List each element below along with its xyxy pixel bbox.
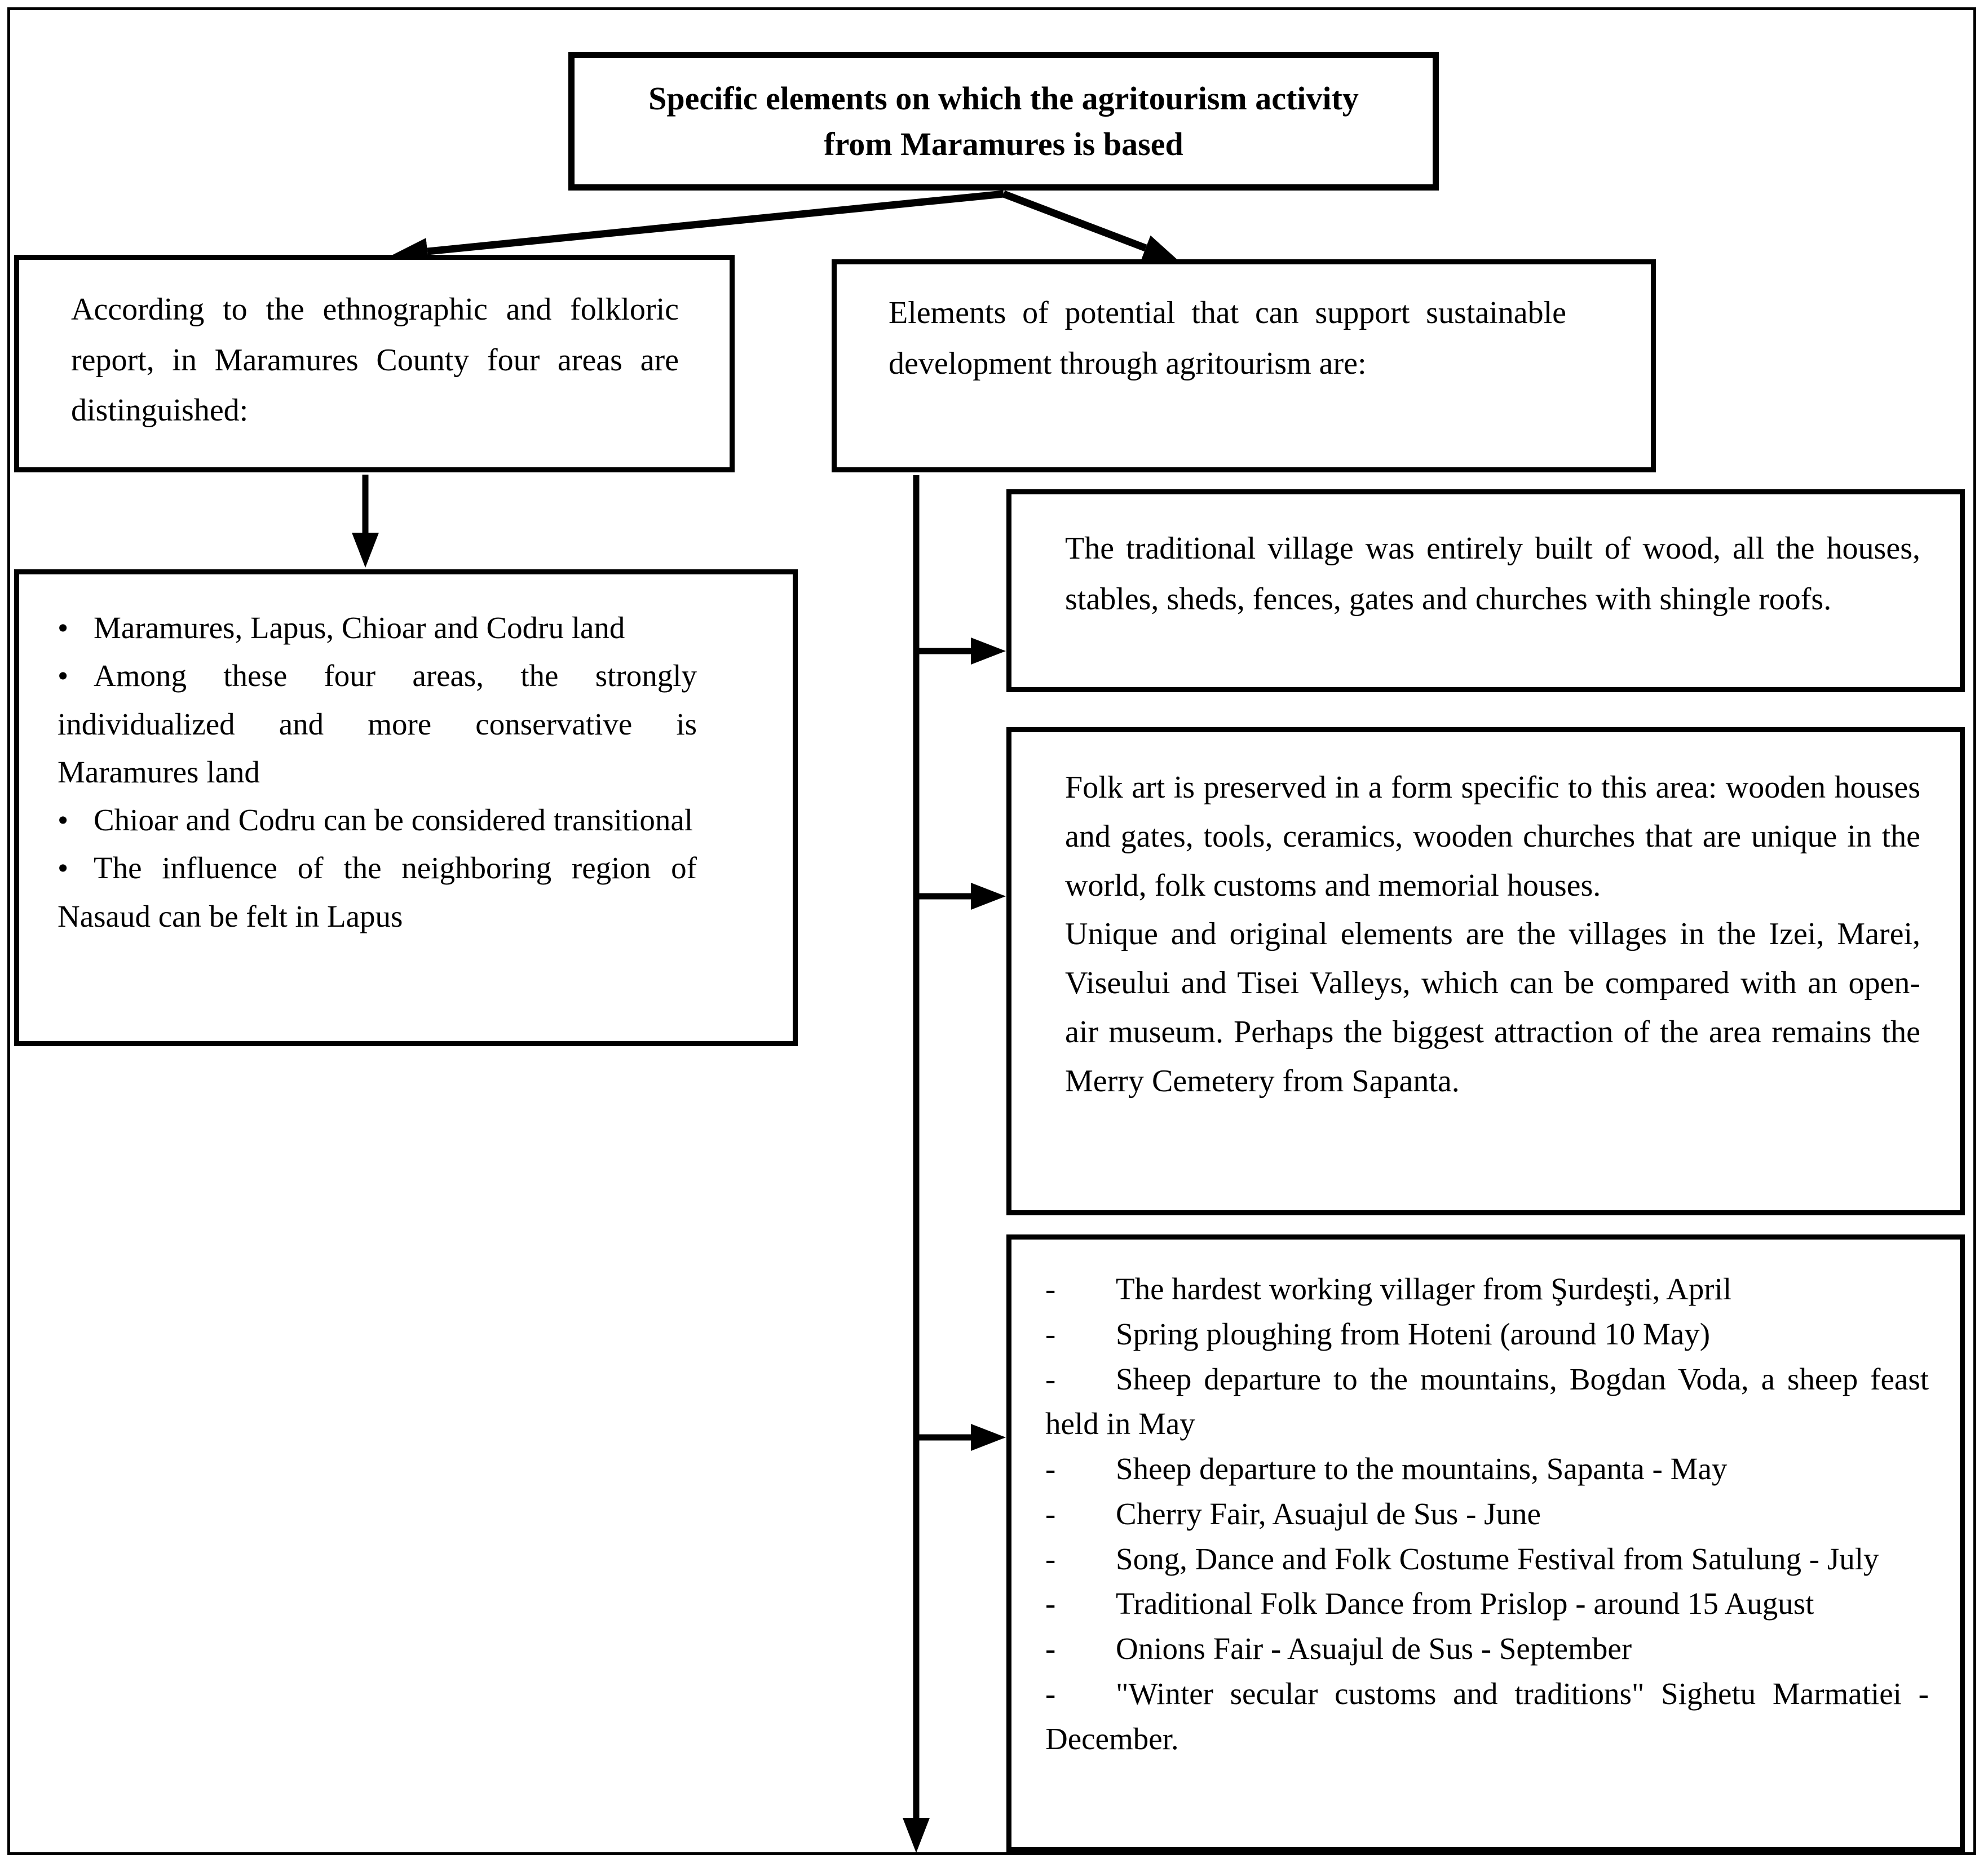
dash-icon: - — [1045, 1676, 1056, 1711]
areas-list-box: •Maramures, Lapus, Chioar and Codru land… — [14, 569, 798, 1046]
bullet-icon: • — [58, 610, 69, 645]
folk-art-paragraph: Folk art is preserved in a form specific… — [1065, 770, 1920, 903]
title-box: Specific elements on which the agritouri… — [568, 52, 1439, 191]
bullet-icon: • — [58, 803, 69, 837]
traditional-village-box: The traditional village was entirely bui… — [1006, 489, 1965, 692]
dash-icon: - — [1045, 1631, 1056, 1666]
list-item: •The influence of the neighboring region… — [58, 844, 697, 940]
traditional-village-text: The traditional village was entirely bui… — [1065, 531, 1920, 617]
list-item: -The hardest working villager from Şurde… — [1045, 1267, 1929, 1312]
bullet-icon: • — [58, 658, 69, 693]
list-item: -Song, Dance and Folk Costume Festival f… — [1045, 1537, 1929, 1582]
ethnographic-intro-text: According to the ethnographic and folklo… — [71, 292, 679, 428]
list-item: •Chioar and Codru can be considered tran… — [58, 796, 697, 844]
list-item: -Cherry Fair, Asuajul de Sus - June — [1045, 1492, 1929, 1537]
events-list: -The hardest working villager from Şurde… — [1045, 1267, 1929, 1761]
events-list-box: -The hardest working villager from Şurde… — [1006, 1234, 1965, 1852]
list-item: -Onions Fair - Asuajul de Sus - Septembe… — [1045, 1626, 1929, 1671]
ethnographic-intro-box: According to the ethnographic and folklo… — [14, 255, 735, 472]
bullet-icon: • — [58, 851, 69, 886]
list-item: -Spring ploughing from Hoteni (around 10… — [1045, 1312, 1929, 1357]
list-item: -Sheep departure to the mountains, Sapan… — [1045, 1446, 1929, 1492]
unique-elements-paragraph: Unique and original elements are the vil… — [1065, 917, 1920, 1099]
dash-icon: - — [1045, 1272, 1056, 1306]
potential-elements-intro-box: Elements of potential that can support s… — [832, 259, 1656, 472]
potential-elements-intro-text: Elements of potential that can support s… — [889, 295, 1566, 381]
diagram-title: Specific elements on which the agritouri… — [648, 79, 1359, 162]
dash-icon: - — [1045, 1316, 1056, 1351]
dash-icon: - — [1045, 1361, 1056, 1396]
dash-icon: - — [1045, 1451, 1056, 1486]
figure-border — [7, 7, 1976, 1855]
folk-art-box: Folk art is preserved in a form specific… — [1006, 727, 1965, 1215]
list-item: -"Winter secular customs and traditions"… — [1045, 1671, 1929, 1762]
dash-icon: - — [1045, 1496, 1056, 1531]
list-item: •Among these four areas, the strongly in… — [58, 652, 697, 796]
list-item: •Maramures, Lapus, Chioar and Codru land — [58, 604, 697, 652]
list-item: -Sheep departure to the mountains, Bogda… — [1045, 1357, 1929, 1447]
list-item: -Traditional Folk Dance from Prislop - a… — [1045, 1581, 1929, 1626]
areas-list: •Maramures, Lapus, Chioar and Codru land… — [58, 604, 697, 940]
dash-icon: - — [1045, 1541, 1056, 1576]
dash-icon: - — [1045, 1586, 1056, 1621]
